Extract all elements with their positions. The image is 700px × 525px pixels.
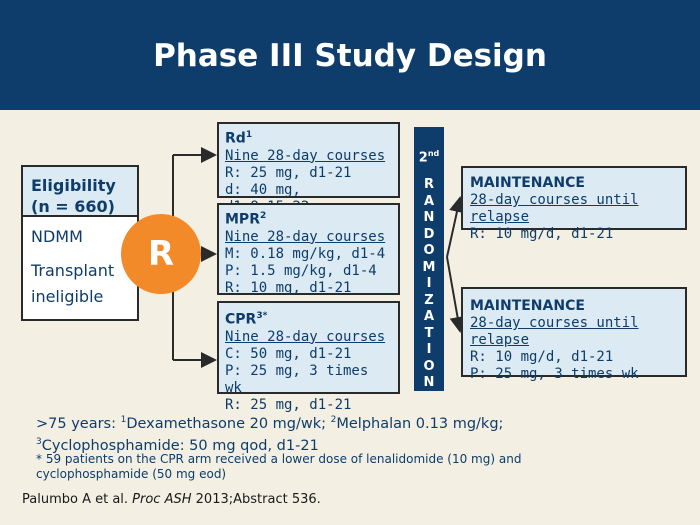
maintenance-box-1: MAINTENANCE 28-day courses until relapse… [461, 166, 687, 242]
arm-mpr-title: MPR2 [225, 211, 267, 228]
criterion-transplant: Transplant [31, 261, 115, 280]
maintenance-connectors [446, 196, 466, 333]
slide-title: Phase III Study Design [153, 38, 547, 74]
arm-rd-title: Rd1 [225, 130, 253, 147]
randomization-letter: N [423, 375, 435, 390]
eligibility-criteria: NDMM Transplant ineligible [23, 217, 137, 317]
cpr-footnote-line2: cyclophosphamide (50 mg eod) [36, 467, 227, 481]
randomization-letter: O [423, 358, 435, 374]
arm-cpr-dose: P: 25 mg, 3 times wk [225, 362, 369, 396]
maintenance-dose: R: 10 mg/d, d1-21 [470, 226, 614, 242]
arm-mpr-dose: P: 1.5 mg/kg, d1-4 [225, 262, 377, 279]
randomization-letter: O [423, 243, 435, 258]
arm-rd-courses: Nine 28-day courses [225, 147, 386, 164]
maintenance-courses: 28-day courses until relapse [470, 315, 639, 348]
citation: Palumbo A et al. Proc ASH 2013;Abstract … [22, 492, 321, 507]
arm-cpr-title: CPR3* [225, 311, 268, 328]
randomization-letter: A [423, 309, 435, 324]
arm-cpr-courses: Nine 28-day courses [225, 328, 386, 345]
randomization-letter: I [426, 342, 432, 357]
title-banner [0, 0, 700, 110]
arm-mpr-dose: R: 10 mg, d1-21 [225, 279, 352, 296]
maintenance-dose: P: 25 mg, 3 times wk [470, 366, 639, 382]
eligibility-count: (n = 660) [31, 197, 115, 216]
cpr-footnote-line1: * 59 patients on the CPR arm received a … [36, 452, 522, 466]
second-randomization-ordinal: 2nd [418, 149, 440, 166]
eligibility-title: Eligibility [31, 176, 116, 195]
arm-rd-box: Rd1 Nine 28-day courses R: 25 mg, d1-21 … [217, 122, 400, 215]
randomization-letter: M [422, 259, 436, 275]
maintenance-courses: 28-day courses until relapse [470, 192, 639, 225]
maintenance-title: MAINTENANCE [470, 298, 585, 314]
maintenance-title: MAINTENANCE [470, 175, 585, 191]
maintenance-box-2: MAINTENANCE 28-day courses until relapse… [461, 287, 687, 382]
eligibility-heading: Eligibility (n = 660) [23, 167, 137, 217]
criterion-ndmm: NDMM [31, 227, 83, 246]
dose-footnote-line1: >75 years: 1Dexamethasone 20 mg/wk; 2Mel… [36, 415, 504, 432]
arm-cpr-dose: C: 50 mg, d1-21 [225, 345, 352, 362]
arm-cpr-dose: R: 25 mg, d1-21 [225, 396, 352, 413]
arm-mpr-courses: Nine 28-day courses [225, 228, 386, 245]
arm-cpr-box: CPR3* Nine 28-day courses C: 50 mg, d1-2… [217, 301, 400, 413]
randomization-letter: D [423, 226, 435, 242]
arm-rd-dose: R: 25 mg, d1-21 [225, 164, 352, 181]
arm-mpr-box: MPR2 Nine 28-day courses M: 0.18 mg/kg, … [217, 203, 400, 296]
dose-footnote-line2: 3Cyclophosphamide: 50 mg qod, d1-21 [36, 436, 319, 454]
second-randomization-bar: 2nd R A N D O M I Z A T I O N [414, 127, 444, 391]
randomization-letters: R A N D O M I Z A T I O N [414, 177, 444, 392]
randomization-letter: T [424, 325, 434, 341]
randomization-letter: N [423, 210, 435, 225]
citation-journal: Proc ASH [132, 492, 192, 507]
randomization-letter: A [423, 193, 435, 209]
dose-footnote: >75 years: 1Dexamethasone 20 mg/wk; 2Mel… [36, 411, 676, 455]
randomization-letter: Z [424, 292, 434, 308]
maintenance-dose: R: 10 mg/d, d1-21 [470, 349, 614, 365]
randomization-letter: R [423, 177, 434, 192]
randomization-circle: R [121, 214, 201, 294]
arm-mpr-dose: M: 0.18 mg/kg, d1-4 [225, 245, 386, 262]
criterion-ineligible: ineligible [31, 287, 104, 306]
cpr-footnote: * 59 patients on the CPR arm received a … [36, 452, 676, 482]
randomization-letter: I [426, 276, 432, 291]
